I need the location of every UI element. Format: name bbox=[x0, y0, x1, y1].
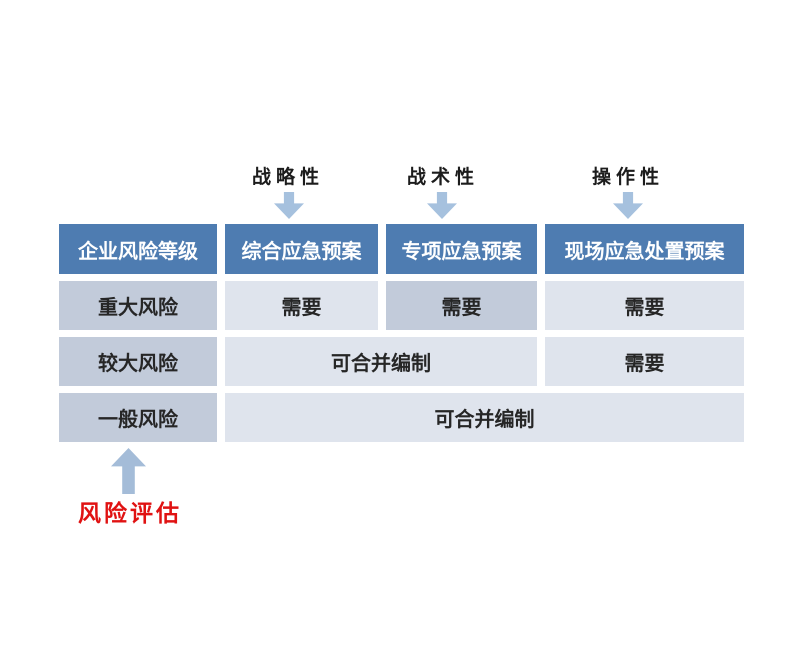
annotation-strategic-label: 战略性 bbox=[251, 167, 325, 188]
row-level-cell: 重大风险 bbox=[59, 281, 217, 330]
row-level-cell: 较大风险 bbox=[59, 337, 217, 386]
annotation-operational-label: 操作性 bbox=[591, 167, 665, 188]
down-arrow-icon bbox=[427, 192, 457, 219]
header-cell-risk-level: 企业风险等级 bbox=[59, 224, 217, 274]
header-cell-onsite-plan: 现场应急处置预案 bbox=[545, 224, 744, 274]
header-cell-special-plan: 专项应急预案 bbox=[386, 224, 537, 274]
row-level-cell: 一般风险 bbox=[59, 393, 217, 442]
risk-plan-matrix: 企业风险等级 综合应急预案 专项应急预案 现场应急处置预案 重大风险 需要 需要… bbox=[59, 224, 744, 442]
annotation-tactical-label: 战术性 bbox=[406, 167, 480, 188]
table-cell-merged: 可合并编制 bbox=[225, 337, 537, 386]
up-arrow-icon bbox=[111, 448, 146, 494]
header-cell-comprehensive-plan: 综合应急预案 bbox=[225, 224, 378, 274]
table-cell: 需要 bbox=[225, 281, 378, 330]
table-cell: 需要 bbox=[545, 337, 744, 386]
table-cell: 需要 bbox=[386, 281, 537, 330]
table-cell-merged: 可合并编制 bbox=[225, 393, 744, 442]
down-arrow-icon bbox=[274, 192, 304, 219]
down-arrow-icon bbox=[613, 192, 643, 219]
table-cell: 需要 bbox=[545, 281, 744, 330]
annotation-risk-assessment-label: 风险评估 bbox=[78, 500, 182, 526]
